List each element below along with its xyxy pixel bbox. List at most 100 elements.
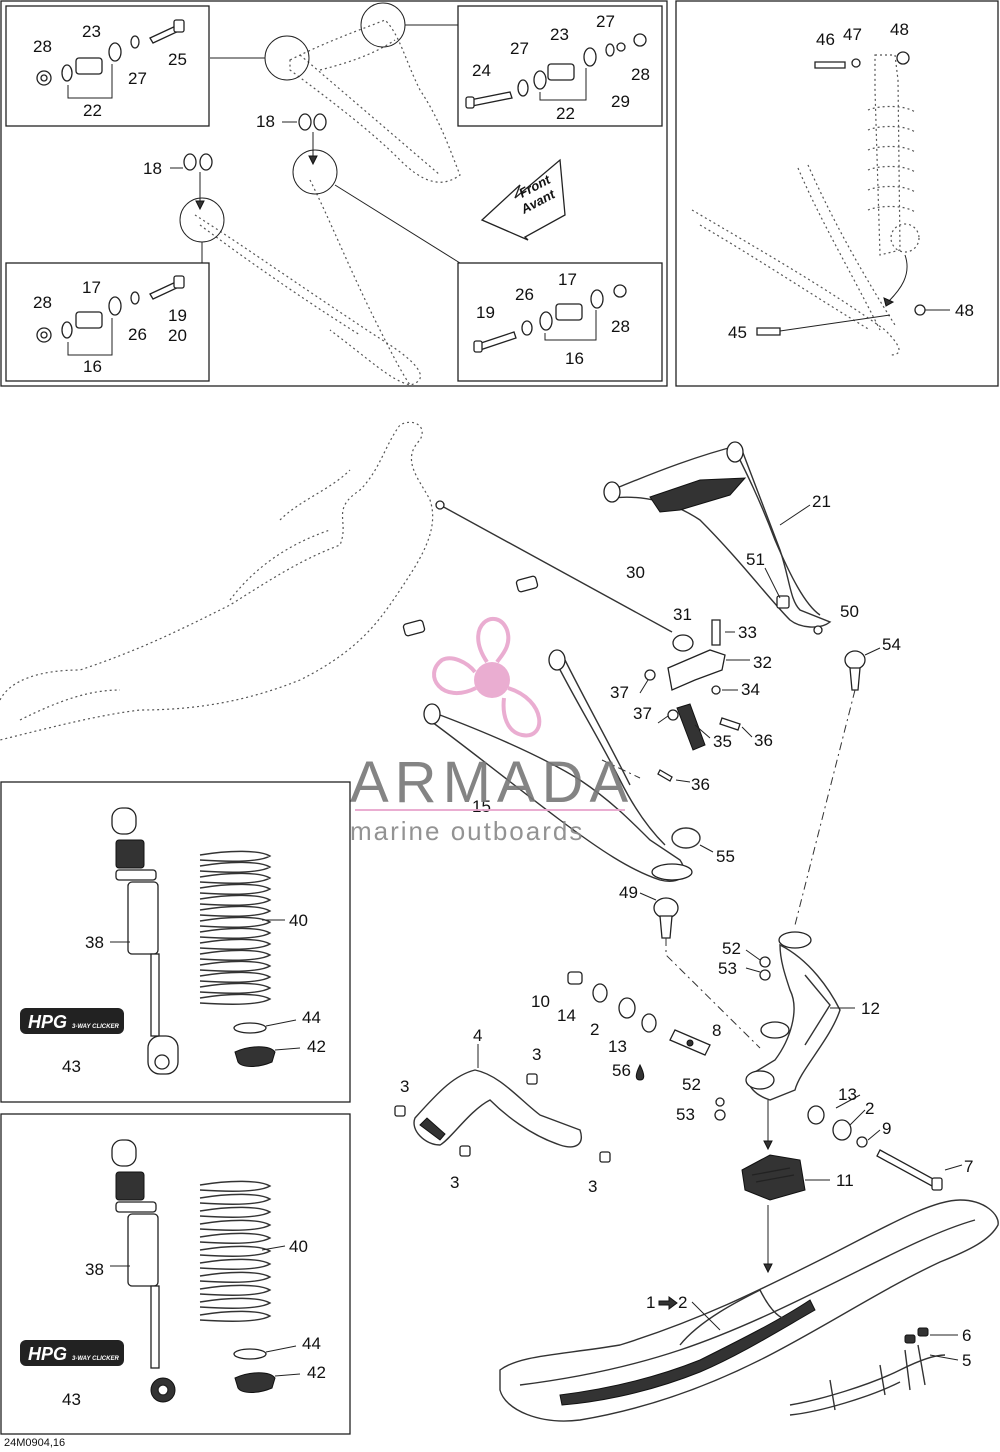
lower-a-arm [423,649,693,882]
callout-19: 19 [476,303,495,322]
coil-spring-40 [199,1180,272,1322]
callout-17: 17 [82,278,101,297]
panel-frame [0,0,668,387]
spacer-18-upper [282,113,327,166]
panel-frame [0,781,351,1103]
callout-38: 38 [85,1260,104,1279]
document-reference: 24M0904,16 [4,1437,65,1449]
callout-33: 33 [738,623,757,642]
callout-53: 53 [676,1105,695,1124]
callout-16: 16 [83,357,102,376]
callout-24: 24 [472,61,491,80]
front-arm-detail-panel: Front Avant 28 23 27 25 22 [0,0,668,387]
grease-drop-56 [635,1063,645,1081]
callout-36: 36 [691,775,710,794]
ski-bracket-4 [394,1069,611,1163]
callout-3: 3 [450,1173,459,1192]
watermark-tagline: marine outboards [350,816,584,846]
callout-56: 56 [612,1061,631,1080]
arrow-1-to-2 [658,1296,678,1310]
callout-52: 52 [722,939,741,958]
callout-53: 53 [718,959,737,978]
callout-43: 43 [62,1390,81,1409]
callout-26: 26 [515,285,534,304]
callout-7: 7 [964,1157,973,1176]
callout-27: 27 [510,39,529,58]
callout-47: 47 [843,25,862,44]
callout-40: 40 [289,911,308,930]
callout-38: 38 [85,933,104,952]
callout-22: 22 [556,104,575,123]
callout-44: 44 [302,1334,321,1353]
callout-42: 42 [307,1363,326,1382]
callout-52: 52 [682,1075,701,1094]
shock-spring-panel-upper: HPG 3-WAY CLICKER [0,781,351,1103]
bolt-51 [776,595,790,609]
callout-45: 45 [728,323,747,342]
callout-54: 54 [882,635,901,654]
link-bracket-32 [667,649,726,691]
bushing-callout-circle [264,35,310,81]
callout-28: 28 [611,317,630,336]
watermark-propeller-icon [432,617,542,738]
spring-adjuster-42 [234,1046,276,1067]
callout-1: 1 [646,1293,655,1312]
spindle-axle-parts [567,971,711,1081]
callout-10: 10 [531,992,550,1011]
callout-8: 8 [712,1021,721,1040]
callout-28: 28 [33,293,52,312]
callout-21: 21 [812,492,831,511]
callout-37: 37 [610,683,629,702]
callout-4: 4 [473,1026,482,1045]
callout-51: 51 [746,550,765,569]
callout-3: 3 [532,1045,541,1064]
callout-13: 13 [838,1085,857,1104]
callout-30: 30 [626,563,645,582]
callout-13: 13 [608,1037,627,1056]
callout-18: 18 [143,159,162,178]
coil-spring-40 [199,850,272,1005]
callout-55: 55 [716,847,735,866]
panel-frame [675,0,999,387]
ball-joint-54 [844,647,881,691]
callout-26: 26 [128,325,147,344]
svg-text:3-WAY CLICKER: 3-WAY CLICKER [72,1356,119,1362]
sway-bar-link-rod [439,504,673,633]
shock-mount-panel [675,0,999,387]
callout-27: 27 [128,69,147,88]
watermark-brand: ARMADA [350,750,634,815]
spacer-18-lower [170,153,213,211]
callout-23: 23 [82,22,101,41]
callout-3: 3 [400,1077,409,1096]
main-exploded-view [0,421,999,1422]
spring-seat-44 [233,1348,267,1360]
spring-seat-44 [233,1022,267,1034]
callout-46: 46 [816,30,835,49]
callout-28: 28 [33,37,52,56]
callout-18: 18 [256,112,275,131]
ski-wearpad-11 [741,1154,806,1201]
bushing-callout-circle [292,149,338,195]
upper-a-arm [603,441,832,635]
shock-absorber-38 [111,1139,176,1403]
callout-2: 2 [865,1099,874,1118]
callout-27: 27 [596,12,615,31]
callout-17: 17 [558,270,577,289]
callout-19: 19 [168,306,187,325]
callout-20: 20 [168,326,187,345]
callout-9: 9 [882,1119,891,1138]
callout-44: 44 [302,1008,321,1027]
callout-2: 2 [678,1293,687,1312]
callout-11: 11 [836,1171,854,1190]
bushing-box-upper-front [457,5,663,127]
callout-50: 50 [840,602,859,621]
hpg-logo-43: HPG 3-WAY CLICKER [20,1008,124,1034]
ski-assembly [499,1199,999,1422]
bushing-callout-circle [360,2,406,48]
callout-48: 48 [955,301,974,320]
callout-12: 12 [861,999,880,1018]
link-bushing-31 [672,634,694,652]
callout-25: 25 [168,50,187,69]
callout-34: 34 [741,680,760,699]
